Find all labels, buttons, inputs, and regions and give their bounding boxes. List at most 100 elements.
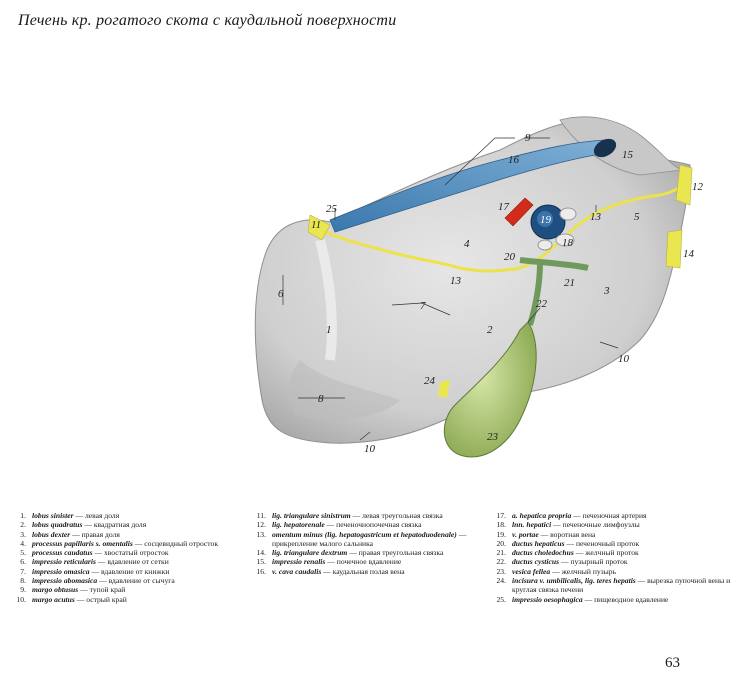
legend-item: 5.processus caudatus — хвостатый отросто… xyxy=(8,548,248,557)
legend-item-description: — левая треугольная связка xyxy=(350,511,443,520)
legend-item-number: 7. xyxy=(20,566,26,576)
legend-item-description: — тупой край xyxy=(78,585,126,595)
legend-item: 6.impressio reticularis — вдавление от с… xyxy=(8,557,248,566)
legend-item-text: processus caudatus — хвостатый отросток xyxy=(32,548,248,557)
label-21: 21 xyxy=(564,277,575,289)
label-17: 17 xyxy=(498,201,510,213)
legend-item-description: — вдавление от сетки xyxy=(95,557,169,567)
legend-item-text: margo acutus — острый край xyxy=(32,595,248,604)
legend-item-number: 14. xyxy=(256,548,267,558)
legend-item-description: — печеночные лимфоузлы xyxy=(551,520,640,530)
label-18: 18 xyxy=(562,237,574,249)
legend-item-term: margo acutus xyxy=(32,594,75,604)
label-4: 4 xyxy=(464,238,470,250)
legend-item-term: processus caudatus xyxy=(32,548,93,558)
legend-item-number: 18. xyxy=(496,520,507,530)
legend-item: 7. impressio omasica — вдавление от книжк… xyxy=(8,567,248,576)
label-15: 15 xyxy=(622,149,634,161)
legend-item-text: impressio abomasica — вдавление от сычуг… xyxy=(32,576,248,585)
legend-item: 13. omentum minus (lig. hepatogastricum e… xyxy=(248,530,486,549)
legend-item: 17.a. hepatica propria — печеночная арте… xyxy=(488,511,738,520)
lig-hepatorenale xyxy=(675,164,693,206)
legend-item-description: — левая доля xyxy=(73,511,120,520)
legend-item-description: — каудальная полая вена xyxy=(321,566,405,576)
legend-item: 25.impressio oesophagica — пищеводное вд… xyxy=(488,595,738,604)
label-11: 11 xyxy=(311,219,321,231)
legend-item-number: 9. xyxy=(20,585,26,595)
legend-item: 22. ductus cysticus — пузырный проток xyxy=(488,557,738,566)
legend-item-text: lnn. hepatici — печеночные лимфоузлы xyxy=(512,520,738,529)
legend-item-number: 4. xyxy=(20,538,26,548)
legend-item-description: — правая доля xyxy=(70,529,120,539)
omentum-line xyxy=(317,177,690,273)
label-10a: 10 xyxy=(618,353,630,365)
legend-item-term: ductus hepaticus xyxy=(512,538,565,548)
legend-item: 20.ductus hepaticus — печеночный проток xyxy=(488,539,738,548)
legend-item-description: — сосцевидный отросток xyxy=(132,538,219,548)
lig-triangulare-sinistrum xyxy=(307,214,331,241)
legend-item-number: 20. xyxy=(496,538,507,548)
legend-item: 10. margo acutus — острый край xyxy=(8,595,248,604)
legend-item-term: processus papillaris s. omentalis xyxy=(32,538,133,548)
fissure-shade xyxy=(315,238,337,361)
legend-item-term: impressio omasica xyxy=(32,566,90,576)
impressio-shade xyxy=(288,360,400,420)
legend-item-term: omentum minus (lig. hepatogastricum et h… xyxy=(272,529,457,539)
legend-item-text: ductus choledochus — желчный проток xyxy=(512,548,738,557)
label-2: 2 xyxy=(487,324,493,336)
legend-item-term: impressio reticularis xyxy=(32,557,96,567)
label-3: 3 xyxy=(603,285,610,297)
legend-item-term: lig. triangulare sinistrum xyxy=(272,511,351,520)
legend-item-term: impressio abomasica xyxy=(32,576,98,586)
label-19: 19 xyxy=(540,214,552,226)
legend-item-number: 13. xyxy=(256,529,267,539)
legend-item-number: 11. xyxy=(256,511,266,520)
ductus-hepaticus xyxy=(519,257,589,271)
label-16: 16 xyxy=(508,154,520,166)
label-22: 22 xyxy=(536,298,548,310)
legend-item-number: 22. xyxy=(496,557,507,567)
legend-item: 8.impressio abomasica — вдавление от сыч… xyxy=(8,576,248,585)
vena-cava-opening xyxy=(593,138,617,158)
legend-item-description: — пузырный проток xyxy=(559,557,628,567)
legend-item-text: impressio omasica — вдавление от книжки xyxy=(32,567,248,576)
label-8: 8 xyxy=(318,393,324,405)
legend-item-text: v. portae — воротная вена xyxy=(512,530,738,539)
legend-item-text: ductus cysticus — пузырный проток xyxy=(512,557,738,566)
lymph-node xyxy=(559,207,577,221)
label-20: 20 xyxy=(504,251,516,263)
legend-item: 19.v. portae — воротная вена xyxy=(488,530,738,539)
legend-item-term: ductus choledochus xyxy=(512,548,574,558)
legend-item: 15. impressio renalis — почечное вдавлени… xyxy=(248,557,486,566)
legend-item: 14.lig. triangulare dextrum — правая тре… xyxy=(248,548,486,557)
legend-item-description: — хвостатый отросток xyxy=(92,548,169,558)
legend-item-term: v. cava caudalis xyxy=(272,566,322,576)
legend-item-text: lig. hepatorenale — печеночнопочечная св… xyxy=(272,520,486,529)
label-1: 1 xyxy=(326,324,332,336)
legend-item-number: 10. xyxy=(16,594,27,604)
legend-item-term: incisura v. umbilicalis, lig. teres hepa… xyxy=(512,576,636,586)
legend-item-term: lnn. hepatici xyxy=(512,520,552,530)
legend-item-term: margo obtusus xyxy=(32,585,79,595)
legend-item-number: 24. xyxy=(496,576,507,586)
legend-item-description: — желчный пузырь xyxy=(550,566,617,576)
legend-item-number: 16. xyxy=(256,566,267,576)
legend-item: 9. margo obtusus — тупой край xyxy=(8,585,248,594)
legend-item-text: a. hepatica propria — печеночная артерия xyxy=(512,511,738,520)
legend-item-number: 21. xyxy=(496,548,507,558)
page-number: 63 xyxy=(665,655,680,671)
label-6: 6 xyxy=(278,288,284,300)
legend-item-term: lig. hepatorenale xyxy=(272,520,325,530)
legend-item-term: v. portae xyxy=(512,529,539,539)
label-13b: 13 xyxy=(450,275,462,287)
legend-item-text: impressio renalis — почечное вдавление xyxy=(272,557,486,566)
legend-item-description: — воротная вена xyxy=(538,529,596,539)
legend-item-term: impressio renalis xyxy=(272,557,326,567)
legend-item-term: lobus sinister xyxy=(32,511,74,520)
legend-item-text: lobus dexter — правая доля xyxy=(32,530,248,539)
legend-item-text: margo obtusus — тупой край xyxy=(32,585,248,594)
legend-item-text: incisura v. umbilicalis, lig. teres hepa… xyxy=(512,576,738,595)
legend-item-term: lobus quadratus xyxy=(32,520,83,530)
legend-item-number: 15. xyxy=(256,557,267,567)
